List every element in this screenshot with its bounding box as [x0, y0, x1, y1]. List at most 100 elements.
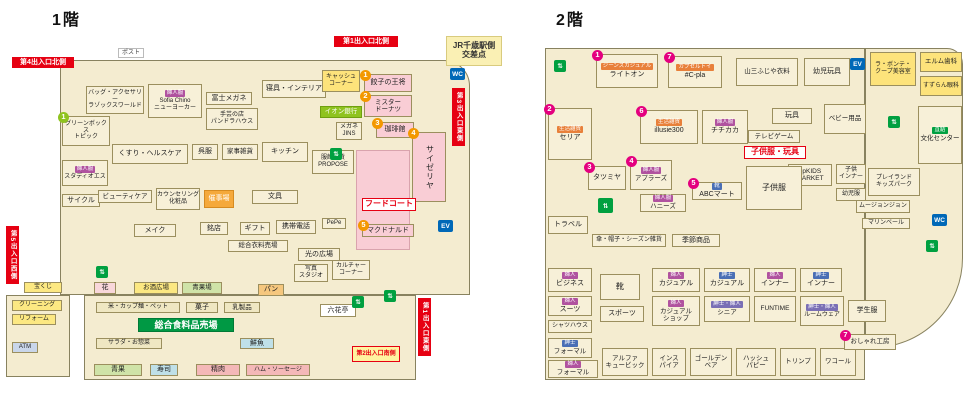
service-label: リフォーム [12, 314, 56, 325]
block-label: 宝くじ [33, 284, 52, 291]
block-label: #C-pla [684, 72, 706, 80]
block-label: ハニーズ [650, 203, 676, 211]
block-label: 総合衣料売場 [238, 242, 278, 250]
store-block: 婦人ビジネス [548, 268, 592, 292]
store-block: 婦人インナー [754, 268, 796, 292]
category-tag: 婦人 [562, 298, 578, 306]
store-block: 寝具・インテリア [262, 80, 326, 98]
section-label: サラダ・お惣菜 [96, 338, 162, 349]
entrance-badge-east3: 第3出入口東側 [452, 88, 465, 146]
store-block: ハッシュ パピー [736, 348, 776, 376]
escalator-icon: ⇅ [384, 290, 396, 302]
block-label: 青果場 [192, 284, 212, 292]
section-label: 鮮魚 [240, 338, 274, 349]
escalator-icon: ⇅ [554, 60, 566, 72]
block-label: ATM [18, 344, 32, 351]
block-label: ハム・ソーセージ [254, 366, 302, 373]
store-block: 紳士・婦人シニア [704, 296, 750, 322]
block-label: フォーマル [553, 348, 587, 356]
jr-crossing-label: JR千歳駅側 交差点 [446, 36, 502, 66]
store-block: 家事雑貨 [222, 144, 258, 160]
store-block: キャッシュ コーナー [322, 70, 360, 92]
store-block: アルファ キュービック [602, 348, 648, 376]
block-label: メイク [144, 226, 166, 234]
category-tag: 婦人服 [74, 165, 96, 173]
store-block: マリンベール [862, 218, 910, 229]
block-label: ルームウェア [804, 311, 840, 318]
block-label: 乳製品 [232, 303, 252, 311]
block-label: インス パイア [659, 354, 679, 369]
section-label: 乳製品 [224, 302, 260, 313]
block-label: イオン銀行 [324, 108, 358, 116]
number-badge: 5 [358, 220, 369, 231]
block-label: 鮮魚 [250, 339, 264, 347]
food-court-label: フードコート [362, 198, 416, 211]
block-label: 富士メガネ [211, 94, 247, 102]
store-block: 子供服 [746, 166, 802, 210]
store-block: 光の広場 [298, 248, 340, 261]
block-label: くすり・ヘルスケア [118, 150, 182, 158]
block-label: JR千歳駅側 交差点 [452, 41, 496, 59]
block-label: テレビゲーム [754, 132, 794, 140]
store-block: 六花亭 [320, 304, 356, 317]
store-block: くすり・ヘルスケア [112, 144, 188, 164]
block-label: ポスト [121, 49, 140, 56]
clinic-block: すずらん眼科 [920, 76, 962, 96]
block-label: カジュアル [658, 280, 694, 288]
number-badge: 4 [408, 128, 419, 139]
store-block: 手芸の店 パンドラハウス [206, 108, 258, 130]
section-label: 精肉 [196, 364, 240, 376]
block-label: 総合食料品売場 [154, 319, 218, 330]
store-block: ワコール [820, 348, 856, 376]
block-label: 珈琲館 [384, 126, 406, 134]
store-block: 文具 [252, 190, 298, 204]
block-label: お酒広場 [143, 284, 169, 292]
block-label: チチカカ [711, 127, 739, 135]
store-block: 銘店 [200, 222, 228, 235]
block-label: メガネ JINS [339, 124, 358, 137]
category-tag: 直結 [932, 127, 948, 135]
block-label: アルファ キュービック [605, 354, 645, 369]
service-label: クリーニング [12, 300, 62, 311]
category-tag: 紳士・婦人 [806, 303, 838, 311]
store-block: ムージョンジョン [856, 200, 910, 213]
store-block: 総合衣料売場 [228, 240, 288, 252]
number-badge: 7 [840, 330, 851, 341]
category-tag: 婦人服 [164, 90, 186, 98]
block-label: マリンベール [867, 220, 904, 227]
block-label: アプラーズ [634, 175, 668, 183]
service-label: 宝くじ [24, 282, 62, 293]
block-label: サイゼリヤ [425, 144, 435, 190]
block-label: 文具 [268, 193, 282, 201]
block-label: ラ・ボンテ・ クープ美容室 [874, 62, 911, 75]
block-label: 第4出入口北側 [20, 58, 66, 66]
category-tag: 婦人服 [714, 119, 736, 127]
section-label: 青果場 [182, 282, 222, 294]
block-label: illusie300 [654, 127, 684, 135]
block-label: スーツ [559, 306, 581, 314]
store-block: 季節商品 [672, 234, 720, 247]
number-badge: 3 [584, 162, 595, 173]
category-tag: 靴 [712, 183, 722, 191]
section-label: お酒広場 [134, 282, 178, 294]
store-block: シャツハウス [548, 320, 592, 333]
store-block: 婦人服ハニーズ [640, 194, 686, 212]
escalator-icon: ⇅ [598, 198, 613, 213]
store-block: 写真 スタジオ [294, 264, 328, 282]
category-tag: 婦人 [562, 272, 578, 280]
block-label: 銘店 [207, 224, 221, 232]
store-block: 山三ふじや衣料 [736, 58, 798, 86]
category-tag: 婦人服 [652, 195, 674, 203]
block-label: カジュアル ショップ [660, 307, 692, 323]
section-label: 花 [94, 282, 116, 294]
floor2-outline-main [545, 48, 865, 380]
store-block: 傘・帽子・シーズン雑貨 [592, 234, 666, 247]
store-block: インス パイア [652, 348, 686, 376]
block-label: 季節商品 [682, 236, 710, 244]
block-label: 第3出入口東側 [455, 92, 463, 142]
store-block: テレビゲーム [748, 130, 800, 143]
clinic-block: エルム歯科 [920, 52, 962, 72]
store-block: 婦人服スタディオエス [62, 160, 108, 186]
